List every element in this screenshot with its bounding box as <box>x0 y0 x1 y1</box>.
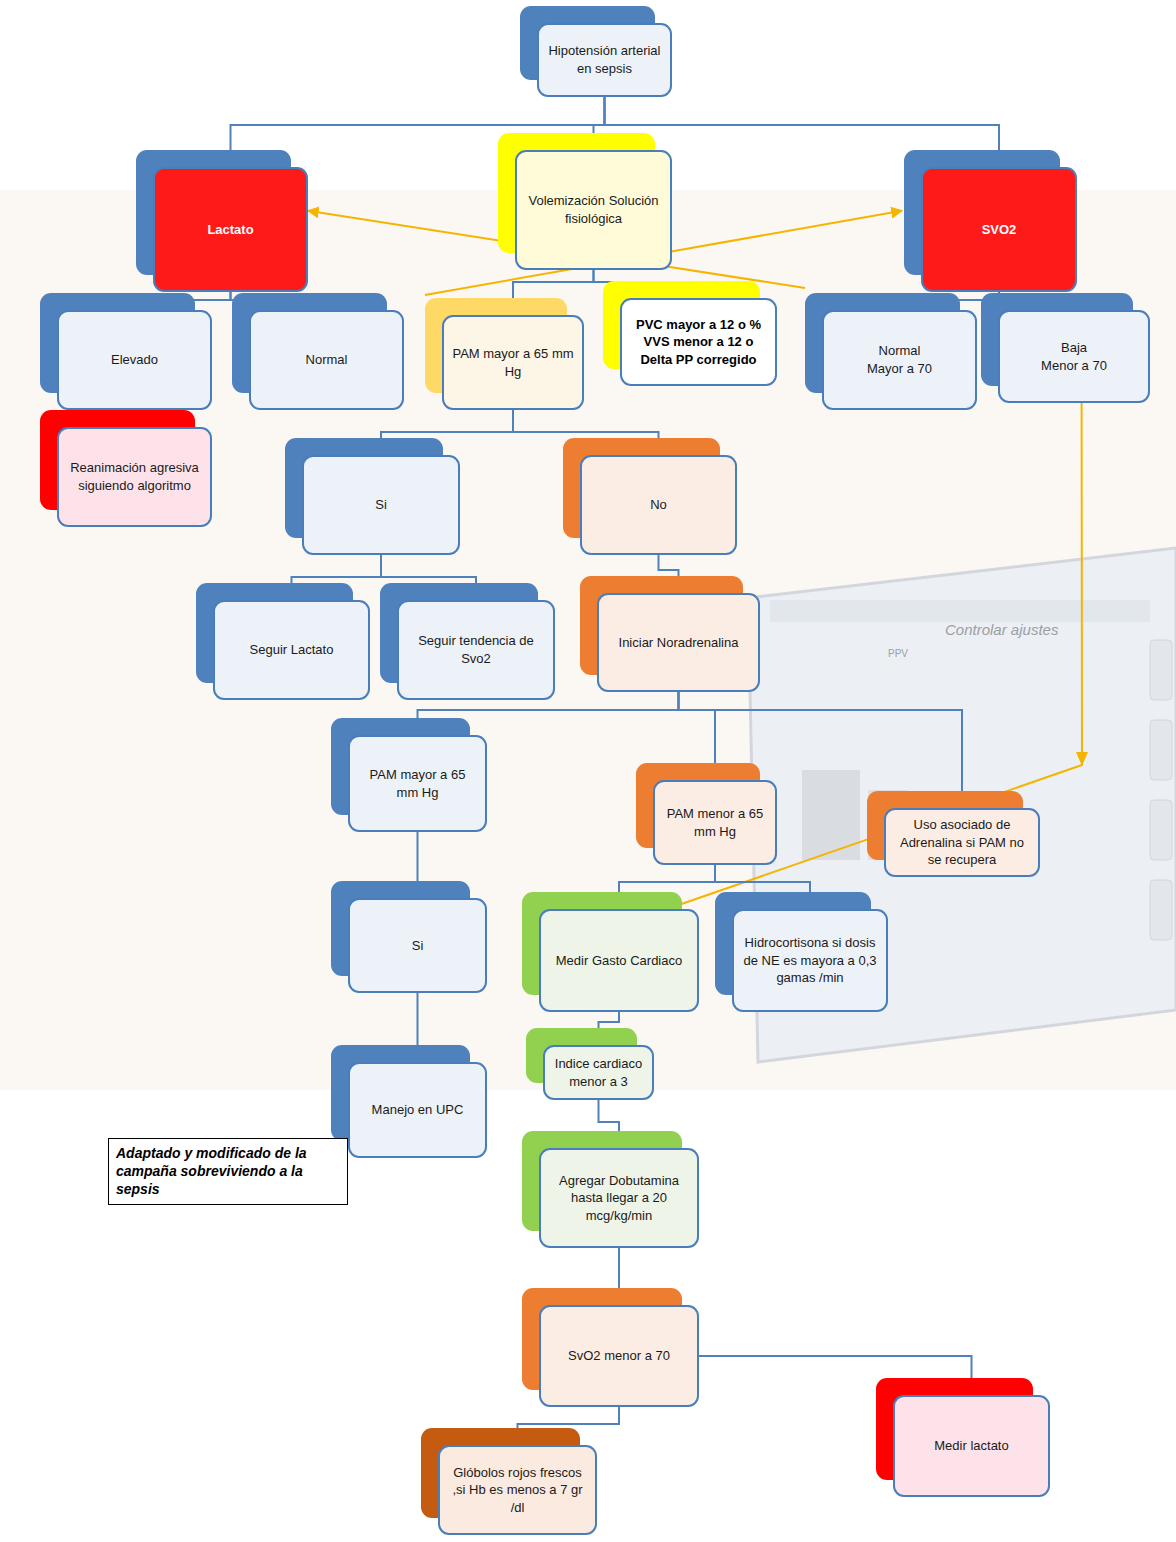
monitor-button <box>1150 640 1172 700</box>
process-box: Si <box>302 455 460 555</box>
node-text: Agregar Dobutamina hasta llegar a 20 mcg… <box>549 1172 689 1225</box>
process-box: Seguir Lactato <box>213 600 370 700</box>
connector-line <box>599 1012 620 1045</box>
node-text: PVC mayor a 12 o % VVS menor a 12 o Delt… <box>630 316 767 369</box>
connector-line <box>715 865 810 909</box>
process-box: Hipotensión arterial en sepsis <box>537 23 672 97</box>
node-text: Glóbolos rojos frescos ,si Hb es menos a… <box>448 1464 587 1517</box>
process-box: PAM menor a 65 mm Hg <box>653 780 777 865</box>
node-text: Seguir Lactato <box>250 641 334 659</box>
connector-line <box>999 292 1074 310</box>
node-text: Manejo en UPC <box>372 1101 464 1119</box>
connector-line <box>134 410 136 427</box>
arrowhead <box>1076 752 1088 766</box>
node-text: Volemización Solución fisiológica <box>525 192 662 227</box>
process-box: Indice cardiaco menor a 3 <box>543 1045 654 1100</box>
node-text: No <box>650 496 667 514</box>
node-text: Seguir tendencia de Svo2 <box>407 632 545 667</box>
connector-line <box>231 292 327 310</box>
process-box: Uso asociado de Adrenalina si PAM no se … <box>884 808 1040 877</box>
measure-box: SVO2 <box>921 167 1077 292</box>
node-text: Si <box>375 496 387 514</box>
process-box: Agregar Dobutamina hasta llegar a 20 mcg… <box>539 1148 699 1248</box>
connector-line <box>594 97 605 150</box>
source-note: Adaptado y modificado de la campaña sobr… <box>108 1138 348 1205</box>
node-text: PAM mayor a 65 mm Hg <box>452 345 574 380</box>
monitor-header <box>770 600 1150 622</box>
node-text: Normal <box>306 351 348 369</box>
connector-line <box>381 410 513 455</box>
node-text: PAM menor a 65 mm Hg <box>663 805 767 840</box>
monitor-button <box>1150 880 1172 940</box>
node-text: Uso asociado de Adrenalina si PAM no se … <box>894 816 1030 869</box>
process-box: PAM mayor a 65 mm Hg <box>442 315 584 410</box>
process-box: Medir lactato <box>893 1395 1050 1497</box>
monitor-button <box>1150 800 1172 860</box>
node-text: Iniciar Noradrenalina <box>619 634 739 652</box>
monitor-curve <box>802 770 860 860</box>
connector-line <box>518 1407 620 1445</box>
connector-line <box>594 270 699 298</box>
connector-line <box>679 692 716 780</box>
process-box: SvO2 menor a 70 <box>539 1305 699 1407</box>
screen-text: Controlar ajustes <box>945 621 1058 638</box>
node-text: Baja <box>1061 339 1087 357</box>
connector-line <box>417 993 419 1062</box>
node-text: Hipotensión arterial en sepsis <box>547 42 662 77</box>
process-box: Reanimación agresiva siguiendo algoritmo <box>57 427 212 527</box>
process-box: Normal <box>249 310 404 410</box>
connector-line <box>900 292 1000 310</box>
node-text: SvO2 menor a 70 <box>568 1347 670 1365</box>
connector-line <box>381 555 476 600</box>
connector-line <box>619 865 715 909</box>
connector-line <box>513 410 659 455</box>
process-box: Iniciar Noradrenalina <box>597 593 760 692</box>
node-text: Si <box>412 937 424 955</box>
node-text: Normal <box>879 342 921 360</box>
process-box: BajaMenor a 70 <box>998 310 1150 403</box>
node-text: Mayor a 70 <box>867 360 932 378</box>
node-text: Menor a 70 <box>1041 357 1107 375</box>
connector-line <box>659 555 679 593</box>
process-box: Medir Gasto Cardiaco <box>539 909 699 1012</box>
process-box: PAM mayor a 65 mm Hg <box>348 735 487 832</box>
node-text: Indice cardiaco menor a 3 <box>553 1055 644 1090</box>
node-text: Reanimación agresiva siguiendo algoritmo <box>67 459 202 494</box>
monitor-button <box>1150 720 1172 780</box>
node-text: Medir lactato <box>934 1437 1008 1455</box>
process-box: PVC mayor a 12 o % VVS menor a 12 o Delt… <box>620 298 777 386</box>
process-box: Si <box>348 898 487 993</box>
node-text: Hidrocortisona si dosis de NE es mayora … <box>742 934 878 987</box>
process-box: Volemización Solución fisiológica <box>515 150 672 270</box>
process-box: No <box>580 455 737 555</box>
connector-line <box>292 555 382 600</box>
process-box: Manejo en UPC <box>348 1062 487 1158</box>
connector-line <box>618 1248 620 1305</box>
process-box: Elevado <box>57 310 212 410</box>
connector-line <box>699 1356 972 1395</box>
node-text: SVO2 <box>982 221 1017 239</box>
node-text: Medir Gasto Cardiaco <box>556 952 682 970</box>
photo-wash <box>0 190 1176 1090</box>
process-box: Glóbolos rojos frescos ,si Hb es menos a… <box>438 1445 597 1535</box>
measure-box: Lactato <box>153 167 308 292</box>
node-text: Elevado <box>111 351 158 369</box>
connector-line <box>135 292 231 310</box>
node-text: PAM mayor a 65 mm Hg <box>358 766 477 801</box>
connector-line <box>417 832 419 898</box>
process-box: Seguir tendencia de Svo2 <box>397 600 555 700</box>
connector-line <box>599 1100 620 1148</box>
process-box: NormalMayor a 70 <box>822 310 977 410</box>
screen-text: PPV <box>888 648 908 659</box>
node-text: Lactato <box>207 221 253 239</box>
process-box: Hidrocortisona si dosis de NE es mayora … <box>732 909 888 1012</box>
